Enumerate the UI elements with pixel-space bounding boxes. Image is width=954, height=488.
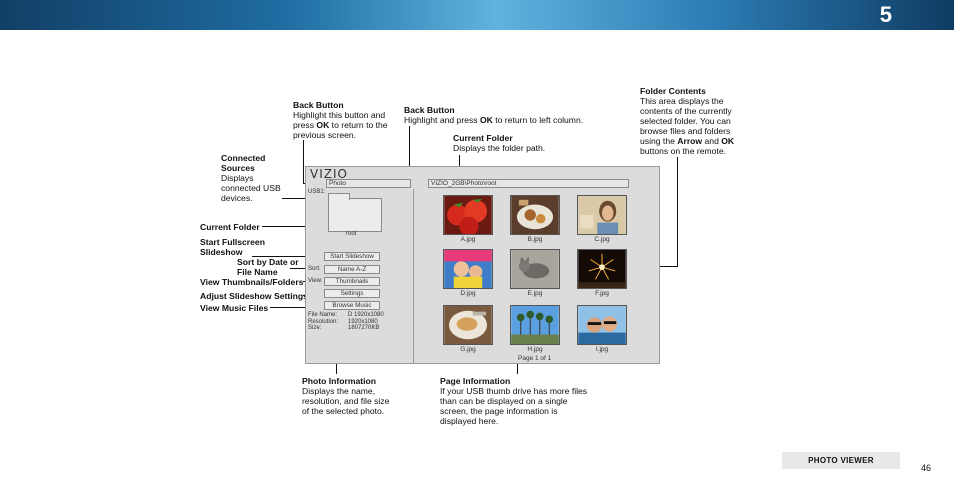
- thumbnail-a[interactable]: [443, 195, 493, 235]
- couple-selfie-photo: [578, 306, 626, 344]
- woman-portrait-photo: [578, 196, 626, 234]
- annotation-sort-by: Sort by Date or File Name: [237, 257, 299, 277]
- folder-name: root: [346, 231, 357, 237]
- thumbnail-g[interactable]: [443, 305, 493, 345]
- caption-c: C.jpg: [594, 236, 610, 243]
- caption-g: G.jpg: [460, 346, 476, 353]
- caption-a: A.jpg: [460, 236, 476, 243]
- annotation-back-button-left: Back Button Highlight this button and pr…: [293, 100, 388, 140]
- thumbnail-h[interactable]: [510, 305, 560, 345]
- caption-b: B.jpg: [527, 236, 543, 243]
- thumbnail-e[interactable]: [510, 249, 560, 289]
- annotation-current-folder-left: Current Folder: [200, 222, 260, 232]
- header-bar: 5: [0, 0, 954, 30]
- caption-e: E.jpg: [527, 290, 543, 297]
- caption-i: I.jpg: [595, 346, 609, 353]
- browse-music-button[interactable]: Browse Music: [324, 301, 380, 310]
- leader-start-slideshow: [252, 256, 318, 257]
- start-slideshow-button[interactable]: Start Slideshow: [324, 252, 380, 261]
- page-info: Page 1 of 1: [518, 355, 552, 362]
- leader-current-folder-top: [459, 155, 460, 176]
- tv-screen: VIZIO Photo VIZIO_2GB\Photo\root USB1: r…: [305, 166, 660, 364]
- thumbnail-f[interactable]: [577, 249, 627, 289]
- caption-h: H.jpg: [527, 346, 543, 353]
- view-label: View:: [308, 278, 323, 284]
- sort-label: Sort:: [308, 266, 321, 272]
- sort-button[interactable]: Name A-Z: [324, 265, 380, 274]
- annotation-folder-contents: Folder Contents This area displays the c…: [640, 86, 735, 156]
- folder-icon[interactable]: [328, 193, 382, 232]
- annotation-back-button-right: Back Button Highlight and press OK to re…: [404, 105, 584, 125]
- photo-info: File Name:D 1920x1080 Resolution:1920x10…: [308, 312, 384, 332]
- back-button-photo[interactable]: Photo: [326, 179, 411, 188]
- annotation-current-folder-top: Current Folder Displays the folder path.: [453, 133, 546, 153]
- leader-music: [270, 307, 321, 308]
- cat-photo: [511, 250, 559, 288]
- settings-button[interactable]: Settings: [324, 289, 380, 298]
- folder-path[interactable]: VIZIO_2GB\Photo\root: [428, 179, 629, 188]
- annotation-view-thumbs: View Thumbnails/Folders: [200, 277, 304, 287]
- thumbnail-b[interactable]: [510, 195, 560, 235]
- leader-connected-sources: [282, 198, 310, 199]
- leader-current-folder-left: [262, 226, 324, 227]
- leader-back-left-v: [303, 140, 304, 183]
- section-label: PHOTO VIEWER: [782, 452, 900, 469]
- usb-source-label[interactable]: USB1:: [308, 189, 326, 195]
- caption-f: F.jpg: [595, 290, 609, 297]
- chapter-number: 5: [879, 2, 892, 27]
- caption-d: D.jpg: [460, 290, 476, 297]
- annotation-adjust-slideshow: Adjust Slideshow Settings: [200, 291, 308, 301]
- leader-sort: [290, 268, 318, 269]
- leader-folder-contents-v: [677, 157, 678, 267]
- page-number: 46: [921, 463, 932, 473]
- strawberries-photo: [444, 196, 492, 234]
- view-button[interactable]: Thumbnails: [324, 277, 380, 286]
- annotation-start-fullscreen: Start Fullscreen Slideshow: [200, 237, 265, 257]
- column-divider: [413, 189, 414, 363]
- children-photo: [444, 250, 492, 288]
- fireworks-photo: [578, 250, 626, 288]
- annotation-page-information: Page Information If your USB thumb drive…: [440, 376, 588, 426]
- vizio-logo: VIZIO: [310, 167, 348, 181]
- annotation-photo-information: Photo Information Displays the name, res…: [302, 376, 390, 416]
- thumbnail-c[interactable]: [577, 195, 627, 235]
- dessert-plate-photo: [444, 306, 492, 344]
- leader-back-right-v: [409, 126, 410, 183]
- food-plate-photo: [511, 196, 559, 234]
- thumbnail-i[interactable]: [577, 305, 627, 345]
- annotation-view-music: View Music Files: [200, 303, 269, 313]
- palm-trees-photo: [511, 306, 559, 344]
- annotation-connected-sources: Connected Sources Displays connected USB…: [221, 153, 281, 203]
- thumbnail-d[interactable]: [443, 249, 493, 289]
